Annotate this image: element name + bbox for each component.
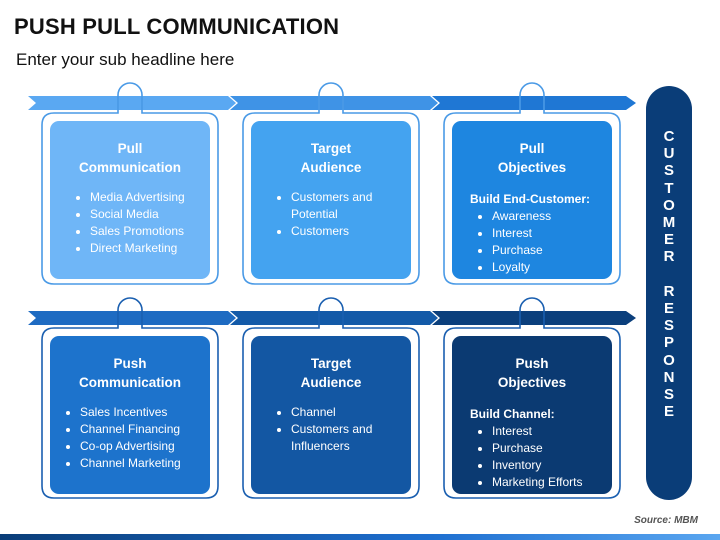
card-title: Push Objectives <box>497 356 567 390</box>
row2-arrow-1 <box>28 311 236 325</box>
card-title: Push Communication <box>78 356 181 390</box>
list-item: Marketing Efforts <box>492 474 606 491</box>
list-item: Direct Marketing <box>90 240 204 257</box>
list-item: Channel Financing <box>80 421 204 438</box>
list-item: Interest <box>492 423 606 440</box>
page-subtitle: Enter your sub headline here <box>16 50 235 69</box>
card-lead: Build End-Customer: <box>470 192 590 206</box>
row1-arrow-3 <box>432 96 636 110</box>
card-frame-5 <box>242 297 420 499</box>
card-list: Interest Purchase Inventory Marketing Ef… <box>452 423 612 491</box>
list-item: Interest <box>492 225 606 242</box>
card-title: Target Audience <box>300 356 362 390</box>
card-frame-1 <box>41 82 219 285</box>
list-item: Purchase <box>492 440 606 457</box>
card-list: Customers and Potential Customers <box>251 189 411 240</box>
card-frame-2 <box>242 82 420 285</box>
card-title: Target Audience <box>300 141 362 175</box>
list-item: Channel Marketing <box>80 455 204 472</box>
card-list: Sales Incentives Channel Financing Co-op… <box>50 404 210 472</box>
card-pull-objectives: Pull Objectives Build End-Customer: Awar… <box>452 121 612 279</box>
card-lead: Build Channel: <box>470 407 555 421</box>
footer-bar <box>0 534 720 540</box>
card-frame-3 <box>443 82 621 285</box>
list-item: Inventory <box>492 457 606 474</box>
list-item: Sales Promotions <box>90 223 204 240</box>
list-item: Sales Incentives <box>80 404 204 421</box>
row2-arrow-2 <box>230 311 438 325</box>
list-item: Media Advertising <box>90 189 204 206</box>
card-target-audience-push: Target Audience Channel Customers and In… <box>251 336 411 494</box>
list-item: Channel <box>291 404 389 421</box>
card-list: Channel Customers and Influencers <box>251 404 411 455</box>
list-item: Purchase <box>492 242 606 259</box>
card-pull-communication: Pull Communication Media Advertising Soc… <box>50 121 210 279</box>
card-target-audience-pull: Target Audience Customers and Potential … <box>251 121 411 279</box>
page-title: PUSH PULL COMMUNICATION <box>14 14 340 39</box>
card-push-objectives: Push Objectives Build Channel: Interest … <box>452 336 612 494</box>
card-frame-4 <box>41 297 219 499</box>
card-title: Pull Communication <box>78 141 181 175</box>
row1-arrow-2 <box>230 96 438 110</box>
list-item: Social Media <box>90 206 204 223</box>
list-item: Loyalty <box>492 259 606 276</box>
card-push-communication: Push Communication Sales Incentives Chan… <box>50 336 210 494</box>
list-item: Customers and Potential <box>291 189 397 223</box>
list-item: Co-op Advertising <box>80 438 204 455</box>
card-title: Pull Objectives <box>497 141 567 175</box>
list-item: Awareness <box>492 208 606 225</box>
list-item: Customers and Influencers <box>291 421 389 455</box>
card-frame-6 <box>443 297 621 499</box>
row2-arrow-3 <box>432 311 636 325</box>
card-list: Awareness Interest Purchase Loyalty <box>452 208 612 276</box>
card-list: Media Advertising Social Media Sales Pro… <box>50 189 210 257</box>
source-note: Source: MBM <box>634 515 698 526</box>
row1-arrow-1 <box>28 96 236 110</box>
list-item: Customers <box>291 223 397 240</box>
